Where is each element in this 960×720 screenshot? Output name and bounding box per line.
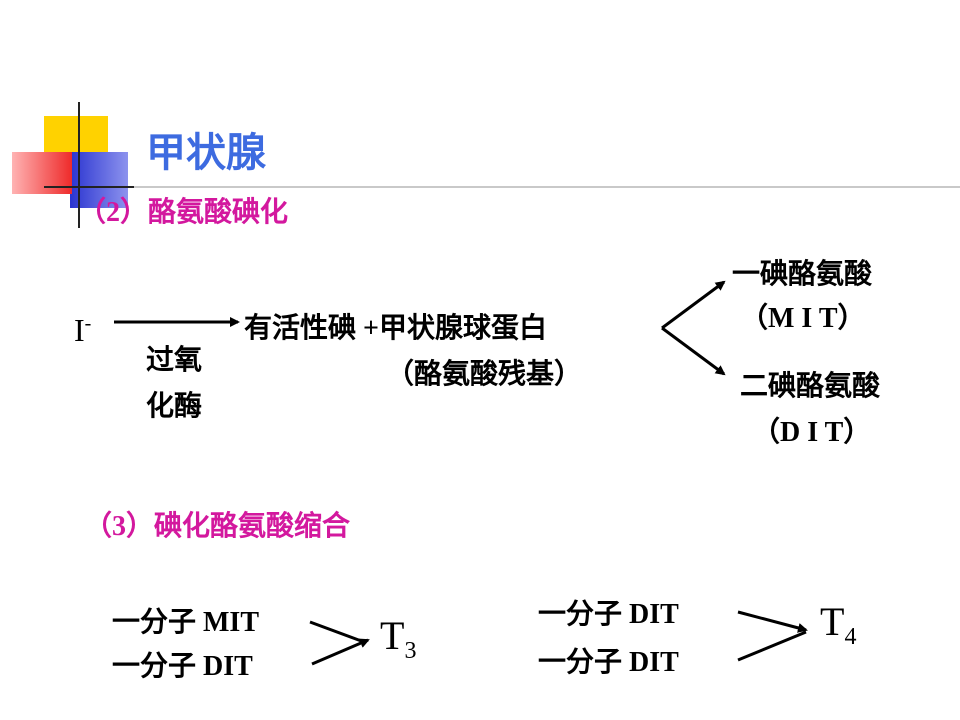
iodide-label: I- bbox=[74, 312, 91, 349]
t4-product: T4 bbox=[820, 598, 856, 651]
deco-horizontal-line bbox=[44, 186, 960, 188]
t3-product: T3 bbox=[380, 612, 416, 665]
enzyme-label-line1: 过氧 bbox=[146, 345, 203, 376]
t3-subscript: 3 bbox=[404, 638, 417, 664]
t3-reactant-2: 一分子 DIT bbox=[112, 651, 253, 682]
t3-reactant-1: 一分子 MIT bbox=[112, 607, 260, 638]
dit-arrow bbox=[661, 326, 726, 376]
iodide-charge: - bbox=[84, 312, 92, 335]
dit-abbr: （D I T） bbox=[752, 417, 872, 448]
section-heading-iodination: （2）酪氨酸碘化 bbox=[78, 197, 289, 228]
mit-name: 一碘酪氨酸 bbox=[732, 259, 873, 290]
mit-arrow bbox=[661, 280, 726, 330]
active-iodine-label: 有活性碘 +甲状腺球蛋白 bbox=[244, 313, 547, 344]
enzyme-label-line2: 化酶 bbox=[146, 391, 203, 422]
iodide-symbol: I bbox=[74, 312, 85, 348]
t3-arrow-1 bbox=[309, 620, 365, 644]
t4-reactant-1: 一分子 DIT bbox=[538, 599, 679, 630]
deco-horizontal-line-dark bbox=[44, 186, 134, 188]
tyrosine-residue-label: （酪氨酸残基） bbox=[386, 359, 583, 390]
t3-arrow-2 bbox=[311, 638, 370, 666]
page-title: 甲状腺 bbox=[146, 130, 266, 176]
mit-abbr: （M I T） bbox=[740, 303, 866, 334]
t4-subscript: 4 bbox=[844, 624, 857, 650]
section-heading-condensation: （3）碘化酪氨酸缩合 bbox=[84, 511, 351, 542]
t4-reactant-2: 一分子 DIT bbox=[538, 647, 679, 678]
t3-label: T bbox=[380, 613, 405, 658]
t4-arrow-1 bbox=[737, 610, 808, 633]
t4-label: T bbox=[820, 599, 845, 644]
t4-arrow-2 bbox=[737, 630, 807, 662]
deco-vertical-line bbox=[78, 102, 80, 228]
dit-name: 二碘酪氨酸 bbox=[740, 371, 881, 402]
